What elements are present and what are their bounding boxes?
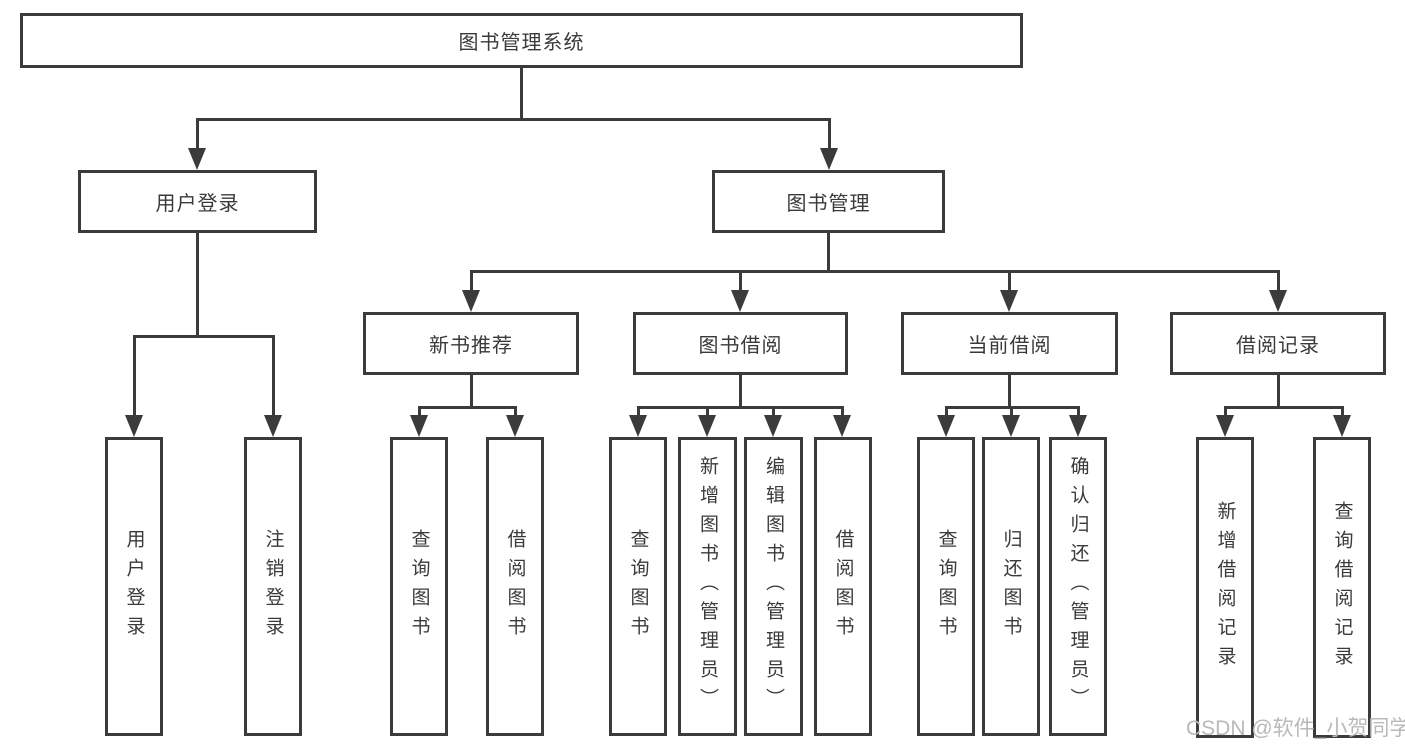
leaf-current-return-book: 归还图书 (982, 437, 1040, 736)
arrowhead-icon (125, 415, 143, 437)
arrowhead-icon (629, 415, 647, 437)
connector-stub (418, 406, 421, 419)
node-user-login: 用户登录 (78, 170, 317, 233)
arrowhead-icon (937, 415, 955, 437)
connector-stub (739, 270, 742, 292)
leaf-borrow-add-book-admin-label: 新增图书（管理员） (697, 456, 718, 717)
connector-stub (828, 118, 831, 150)
arrowhead-icon (764, 415, 782, 437)
node-root-label: 图书管理系统 (458, 32, 585, 54)
connector-bookmgmt-hline (470, 270, 1280, 273)
node-user-login-label: 用户登录 (155, 193, 240, 215)
csdn-watermark: CSDN @软件_小贺同学 (1186, 717, 1405, 740)
node-book-management-label: 图书管理 (786, 193, 871, 215)
leaf-borrow-edit-book-admin-label: 编辑图书（管理员） (763, 456, 784, 717)
leaf-current-confirm-return-admin-label: 确认归还（管理员） (1067, 456, 1089, 717)
node-book-management: 图书管理 (712, 170, 945, 233)
arrowhead-icon (1333, 415, 1351, 437)
leaf-user-login: 用户登录 (105, 437, 163, 736)
arrowhead-icon (410, 415, 428, 437)
node-current-borrow-label: 当前借阅 (967, 335, 1052, 357)
connector-stub (514, 406, 517, 419)
arrowhead-icon (188, 148, 206, 170)
connector-stub (1010, 406, 1013, 419)
connector-newrec-vline (470, 375, 473, 409)
connector-stub (1224, 406, 1227, 419)
leaf-record-query-label: 查询借阅记录 (1331, 500, 1353, 675)
arrowhead-icon (1000, 290, 1018, 312)
node-borrow-record-label: 借阅记录 (1236, 335, 1320, 357)
leaf-borrow-borrow-book: 借阅图书 (814, 437, 872, 736)
connector-stub (196, 118, 199, 150)
connector-current-vline (1008, 375, 1011, 409)
connector-root-hline (196, 118, 831, 121)
connector-userlogin-vline (196, 233, 199, 337)
connector-borrow-hline (637, 406, 844, 409)
leaf-current-return-book-label: 归还图书 (1000, 528, 1022, 645)
node-book-borrow: 图书借阅 (633, 312, 848, 375)
connector-stub (706, 406, 709, 419)
leaf-record-add-label: 新增借阅记录 (1214, 500, 1236, 675)
arrowhead-icon (1216, 415, 1234, 437)
leaf-recommend-borrow-book: 借阅图书 (486, 437, 544, 736)
leaf-borrow-query-book-label: 查询图书 (627, 528, 649, 645)
leaf-borrow-query-book: 查询图书 (609, 437, 667, 736)
connector-stub (772, 406, 775, 419)
arrowhead-icon (833, 415, 851, 437)
arrowhead-icon (1002, 415, 1020, 437)
node-book-borrow-label: 图书借阅 (698, 335, 783, 357)
arrowhead-icon (731, 290, 749, 312)
node-root: 图书管理系统 (20, 13, 1023, 68)
connector-root-vline (520, 68, 523, 120)
connector-borrow-vline (739, 375, 742, 409)
connector-stub (1277, 270, 1280, 292)
leaf-recommend-query-book: 查询图书 (390, 437, 448, 736)
leaf-user-login-label: 用户登录 (123, 528, 145, 645)
leaf-borrow-add-book-admin: 新增图书（管理员） (678, 437, 737, 736)
leaf-record-add: 新增借阅记录 (1196, 437, 1254, 738)
connector-userlogin-hline (133, 335, 275, 338)
arrowhead-icon (264, 415, 282, 437)
connector-record-hline (1224, 406, 1344, 409)
leaf-recommend-borrow-book-label: 借阅图书 (504, 528, 526, 645)
connector-stub (637, 406, 640, 419)
leaf-current-query-book: 查询图书 (917, 437, 975, 736)
connector-stub (1008, 270, 1011, 292)
connector-stub (945, 406, 948, 419)
leaf-borrow-borrow-book-label: 借阅图书 (832, 528, 854, 645)
connector-stub (841, 406, 844, 419)
leaf-logout-label: 注销登录 (262, 528, 284, 645)
arrowhead-icon (506, 415, 524, 437)
arrowhead-icon (462, 290, 480, 312)
connector-record-vline (1277, 375, 1280, 409)
leaf-record-query: 查询借阅记录 (1313, 437, 1371, 738)
leaf-current-confirm-return-admin: 确认归还（管理员） (1049, 437, 1107, 736)
node-new-book-recommend-label: 新书推荐 (429, 335, 513, 357)
connector-newrec-hline (418, 406, 517, 409)
leaf-current-query-book-label: 查询图书 (935, 528, 957, 645)
leaf-recommend-query-book-label: 查询图书 (408, 528, 430, 645)
node-new-book-recommend: 新书推荐 (363, 312, 579, 375)
node-current-borrow: 当前借阅 (901, 312, 1118, 375)
connector-stub (470, 270, 473, 292)
arrowhead-icon (1069, 415, 1087, 437)
leaf-logout: 注销登录 (244, 437, 302, 736)
arrowhead-icon (1269, 290, 1287, 312)
connector-stub (1341, 406, 1344, 419)
node-borrow-record: 借阅记录 (1170, 312, 1386, 375)
arrowhead-icon (820, 148, 838, 170)
leaf-borrow-edit-book-admin: 编辑图书（管理员） (744, 437, 803, 736)
arrowhead-icon (698, 415, 716, 437)
connector-bookmgmt-vline (827, 233, 830, 273)
connector-stub (133, 335, 136, 419)
connector-stub (1077, 406, 1080, 419)
connector-stub (272, 335, 275, 419)
